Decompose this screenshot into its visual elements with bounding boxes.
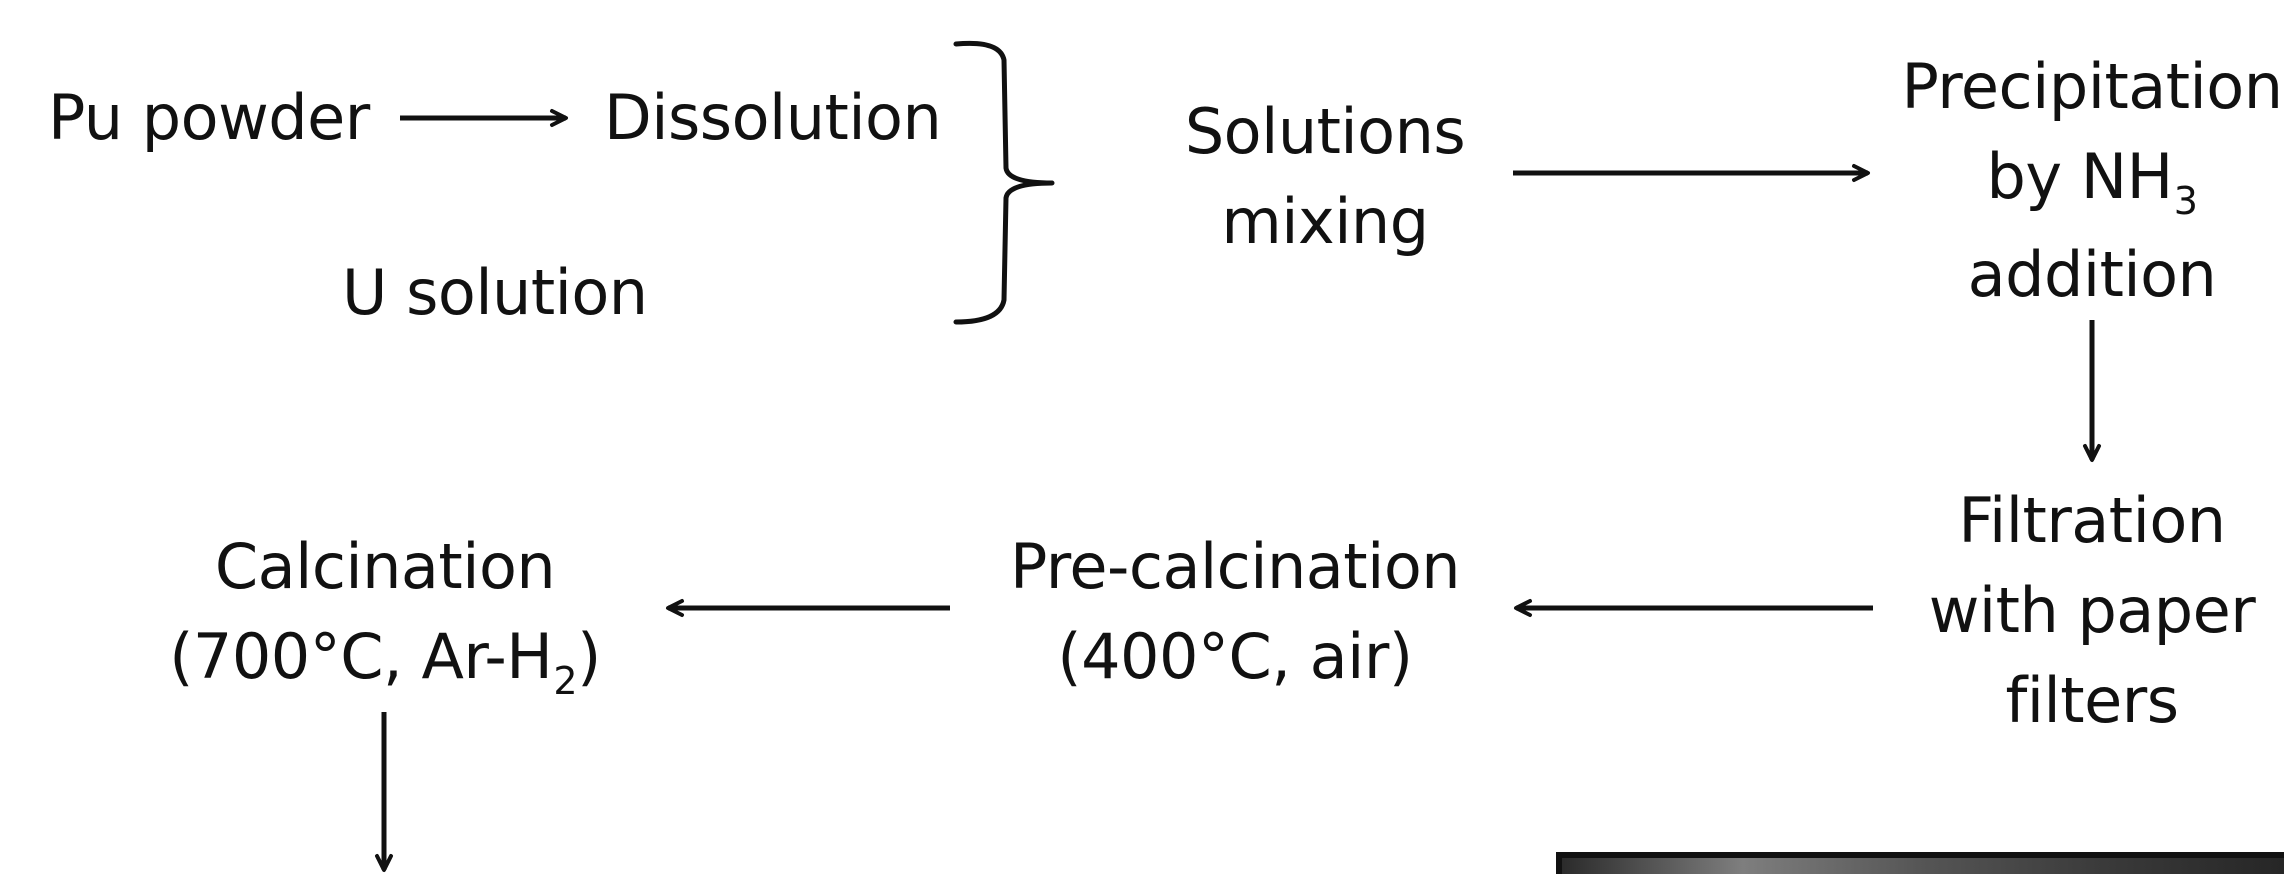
node-calcination-line1: Calcination xyxy=(214,530,556,603)
node-precipitation-line3: addition xyxy=(1967,238,2217,311)
brace-bracket xyxy=(953,40,1055,325)
node-precipitation-line2-text: by NH xyxy=(1986,140,2174,213)
node-u-solution-label: U solution xyxy=(342,256,648,329)
node-dissolution: Dissolution xyxy=(604,73,942,163)
node-pre-calcination-line2: (400°C, air) xyxy=(1057,620,1413,693)
node-calcination-line2-text: (700°C, Ar-H xyxy=(169,620,553,693)
node-pu-powder-label: Pu powder xyxy=(48,81,370,154)
node-calcination-subscript: 2 xyxy=(553,659,578,703)
node-pre-calcination-line1: Pre-calcination xyxy=(1009,530,1461,603)
node-dissolution-label: Dissolution xyxy=(604,81,942,154)
node-precipitation-line2: by NH3 xyxy=(1900,132,2284,230)
node-calcination-line2: (700°C, Ar-H2) xyxy=(150,612,620,710)
node-solutions-mixing-line1: Solutions xyxy=(1184,95,1466,168)
node-filtration-line1: Filtration xyxy=(1958,484,2226,557)
node-precipitation-subscript: 3 xyxy=(2173,179,2198,223)
node-filtration-line3: filters xyxy=(2005,664,2179,737)
node-pre-calcination: Pre-calcination (400°C, air) xyxy=(990,522,1480,702)
node-precipitation-line1: Precipitation xyxy=(1901,50,2283,123)
node-pu-powder: Pu powder xyxy=(48,73,370,163)
node-precipitation: Precipitation by NH3 addition xyxy=(1900,42,2284,320)
node-solutions-mixing: Solutions mixing xyxy=(1140,87,1510,267)
node-u-solution: U solution xyxy=(342,248,648,338)
sample-photo-panel xyxy=(1556,852,2284,874)
node-solutions-mixing-line2: mixing xyxy=(1221,185,1429,258)
node-filtration: Filtration with paper filters xyxy=(1900,476,2284,746)
node-filtration-line2: with paper xyxy=(1928,574,2256,647)
node-calcination-line2-close: ) xyxy=(577,620,601,693)
node-calcination: Calcination (700°C, Ar-H2) xyxy=(150,522,620,710)
